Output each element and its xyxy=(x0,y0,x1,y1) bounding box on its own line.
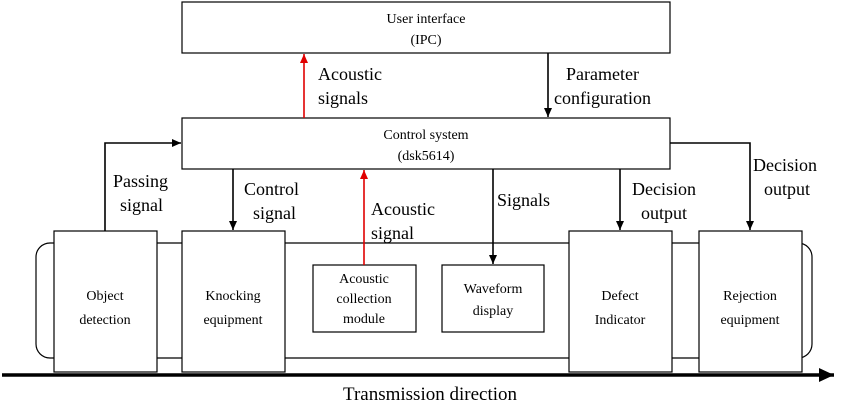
decision-output-arrow-2 xyxy=(670,142,754,230)
conveyor-frame xyxy=(35,242,813,359)
parameter-configuration-label-1: Parameter xyxy=(566,64,639,84)
decision-output-1-label-1: Decision xyxy=(632,179,696,199)
decision-output-2-label-1: Decision xyxy=(753,155,817,175)
acoustic-signals-label-2: signals xyxy=(318,88,368,108)
control-system-box xyxy=(181,117,671,170)
defect-indicator-label: Defect xyxy=(601,289,638,304)
acoustic-signals-label-1: Acoustic xyxy=(318,64,382,84)
decision-output-1-label-2: output xyxy=(641,203,687,223)
rejection-equipment-label: Rejection xyxy=(723,289,777,304)
passing-signal-label-2: signal xyxy=(120,195,163,215)
user-interface-box xyxy=(181,1,671,54)
control-system-sublabel: (dsk5614) xyxy=(398,149,455,164)
object-detection-sublabel: detection xyxy=(79,313,130,328)
rejection-equipment-box xyxy=(698,230,803,373)
control-signal-label-1: Control xyxy=(244,179,299,199)
transmission-direction-label: Transmission direction xyxy=(343,384,517,405)
waveform-display-box xyxy=(441,264,545,333)
acoustic-collection-label-1: Acoustic xyxy=(339,272,389,287)
knocking-equipment-sublabel: equipment xyxy=(203,313,262,328)
acoustic-collection-label-2: collection xyxy=(336,292,391,307)
acoustic-collection-label-3: module xyxy=(343,312,385,327)
waveform-display-label: Waveform xyxy=(464,282,523,297)
user-interface-sublabel: (IPC) xyxy=(410,33,441,48)
acoustic-collection-box xyxy=(312,264,417,333)
parameter-configuration-label-2: configuration xyxy=(554,88,651,108)
rejection-equipment-sublabel: equipment xyxy=(720,313,779,328)
passing-signal-label-1: Passing xyxy=(113,171,168,191)
object-detection-label: Object xyxy=(86,289,123,304)
defect-indicator-sublabel: Indicator xyxy=(595,313,646,328)
acoustic-signal-label-2: signal xyxy=(371,223,414,243)
defect-indicator-box xyxy=(568,230,673,373)
acoustic-signal-label-1: Acoustic xyxy=(371,199,435,219)
waveform-display-sublabel: display xyxy=(473,304,513,319)
knocking-equipment-label: Knocking xyxy=(205,289,260,304)
decision-output-2-label-2: output xyxy=(764,179,810,199)
knocking-equipment-box xyxy=(181,230,286,373)
user-interface-label: User interface xyxy=(387,12,466,27)
signals-label: Signals xyxy=(497,190,550,210)
passing-signal-arrow xyxy=(104,139,181,231)
control-signal-label-2: signal xyxy=(253,203,296,223)
control-system-label: Control system xyxy=(383,128,468,143)
